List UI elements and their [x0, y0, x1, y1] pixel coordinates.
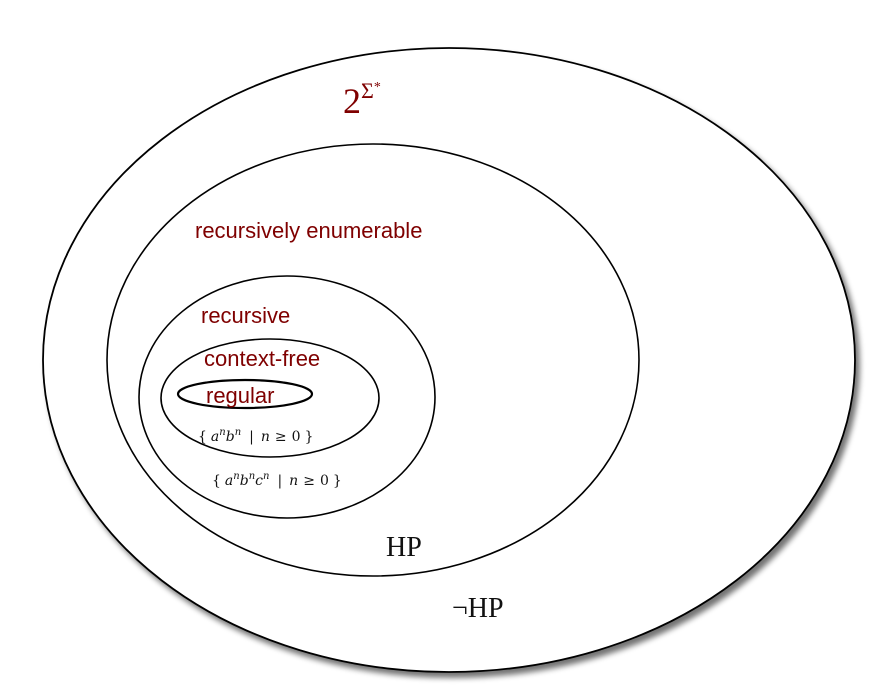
regular-label: regular: [206, 383, 274, 408]
anbn-open-brace: {: [198, 429, 207, 445]
anbncn-c: c: [255, 473, 263, 489]
anbn-zero: 0: [292, 429, 301, 445]
all-languages-superscript-star: *: [374, 80, 381, 95]
recursively-enumerable-label: recursively enumerable: [195, 218, 422, 243]
regular-ellipse: [176, 378, 314, 410]
anbncn-c-exp: n: [263, 471, 269, 482]
anbn-a: a: [211, 429, 219, 445]
recursively-enumerable-ellipse: [106, 143, 640, 577]
recursive-ellipse: [138, 275, 436, 519]
anbncn-geq: ≥: [303, 473, 315, 489]
recursive-label: recursive: [201, 303, 290, 328]
context-free-label: context-free: [204, 346, 320, 371]
all-languages-label: 2Σ*: [343, 78, 381, 121]
anbncn-open-brace: {: [212, 473, 221, 489]
anbncn-var: n: [289, 473, 298, 489]
anbncn-a-exp: n: [233, 471, 239, 482]
anbn-b-exp: n: [235, 427, 241, 438]
anbncn-b-exp: n: [249, 471, 255, 482]
anbn-example: {anbn|n≥0}: [198, 427, 313, 445]
anbn-bar: |: [249, 429, 254, 445]
anbncn-close-brace: }: [333, 473, 342, 489]
anbncn-a: a: [225, 473, 233, 489]
anbncn-b: b: [240, 473, 249, 489]
context-free-ellipse: [160, 338, 380, 458]
anbn-geq: ≥: [275, 429, 287, 445]
all-languages-superscript: Σ: [361, 78, 374, 103]
anbn-var: n: [261, 429, 270, 445]
anbn-close-brace: }: [305, 429, 314, 445]
halting-problem-label: HP: [386, 532, 422, 563]
anbn-a-exp: n: [219, 427, 225, 438]
all-languages-base: 2: [343, 81, 361, 121]
anbncn-example: {anbncn|n≥0}: [212, 471, 342, 489]
anbncn-bar: |: [277, 473, 282, 489]
anbn-b: b: [226, 429, 235, 445]
not-halting-problem-label: ¬HP: [452, 593, 504, 624]
all-languages-ellipse: [42, 47, 856, 673]
anbncn-zero: 0: [320, 473, 329, 489]
